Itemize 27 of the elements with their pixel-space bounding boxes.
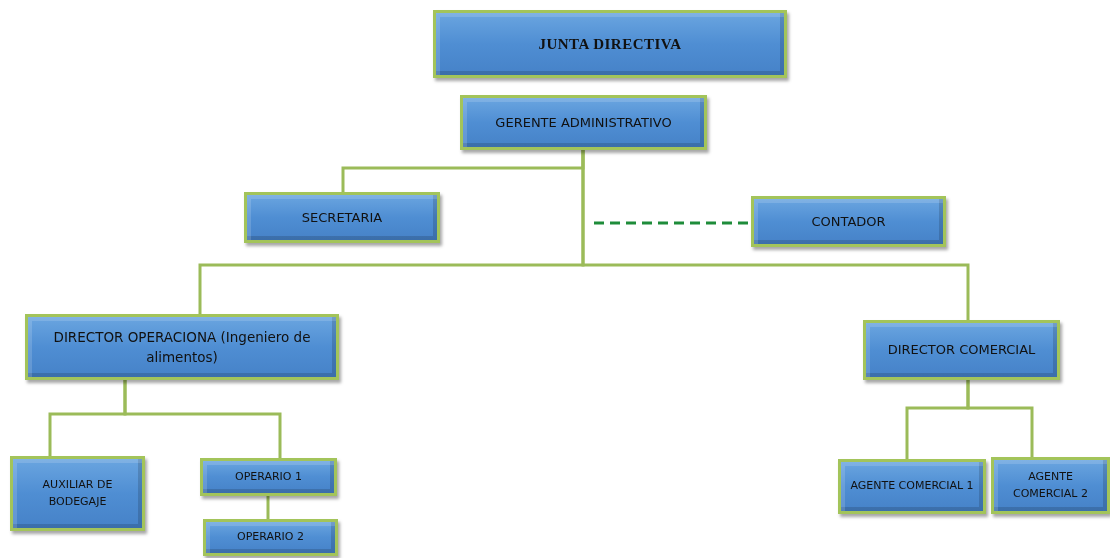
role-box — [10, 456, 145, 531]
role-box — [863, 320, 1060, 380]
board-title: JUNTA DIRECTIVA — [538, 34, 682, 54]
connector-line — [581, 150, 970, 320]
role-label: AGENTE COMERCIAL 2 — [1012, 469, 1089, 502]
role-box — [751, 196, 946, 247]
dashed-connector — [594, 221, 751, 225]
role-box — [200, 458, 337, 496]
role-label: SECRETARIA — [301, 208, 383, 227]
connector-line — [123, 380, 282, 458]
role-label: CONTADOR — [811, 212, 886, 231]
role-label: OPERARIO 2 — [237, 529, 304, 546]
role-box — [25, 314, 339, 380]
role-box — [991, 457, 1110, 514]
role-box — [460, 95, 707, 150]
connector-line — [966, 380, 1034, 457]
role-label: DIRECTOR OPERACIONA (Ingeniero de alimentos) — [52, 327, 312, 367]
role-label: GERENTE ADMINISTRATIVO — [495, 113, 672, 132]
role-label: DIRECTOR COMERCIAL — [887, 341, 1036, 360]
role-label: OPERARIO 1 — [235, 468, 302, 485]
connector-line — [266, 496, 270, 519]
role-box — [838, 459, 986, 514]
role-box — [244, 192, 440, 243]
role-label: AUXILIAR DE BODEGAJE — [41, 477, 114, 510]
title-box — [433, 10, 787, 78]
role-label: AGENTE COMERCIAL 1 — [850, 478, 974, 495]
role-box — [203, 519, 338, 556]
